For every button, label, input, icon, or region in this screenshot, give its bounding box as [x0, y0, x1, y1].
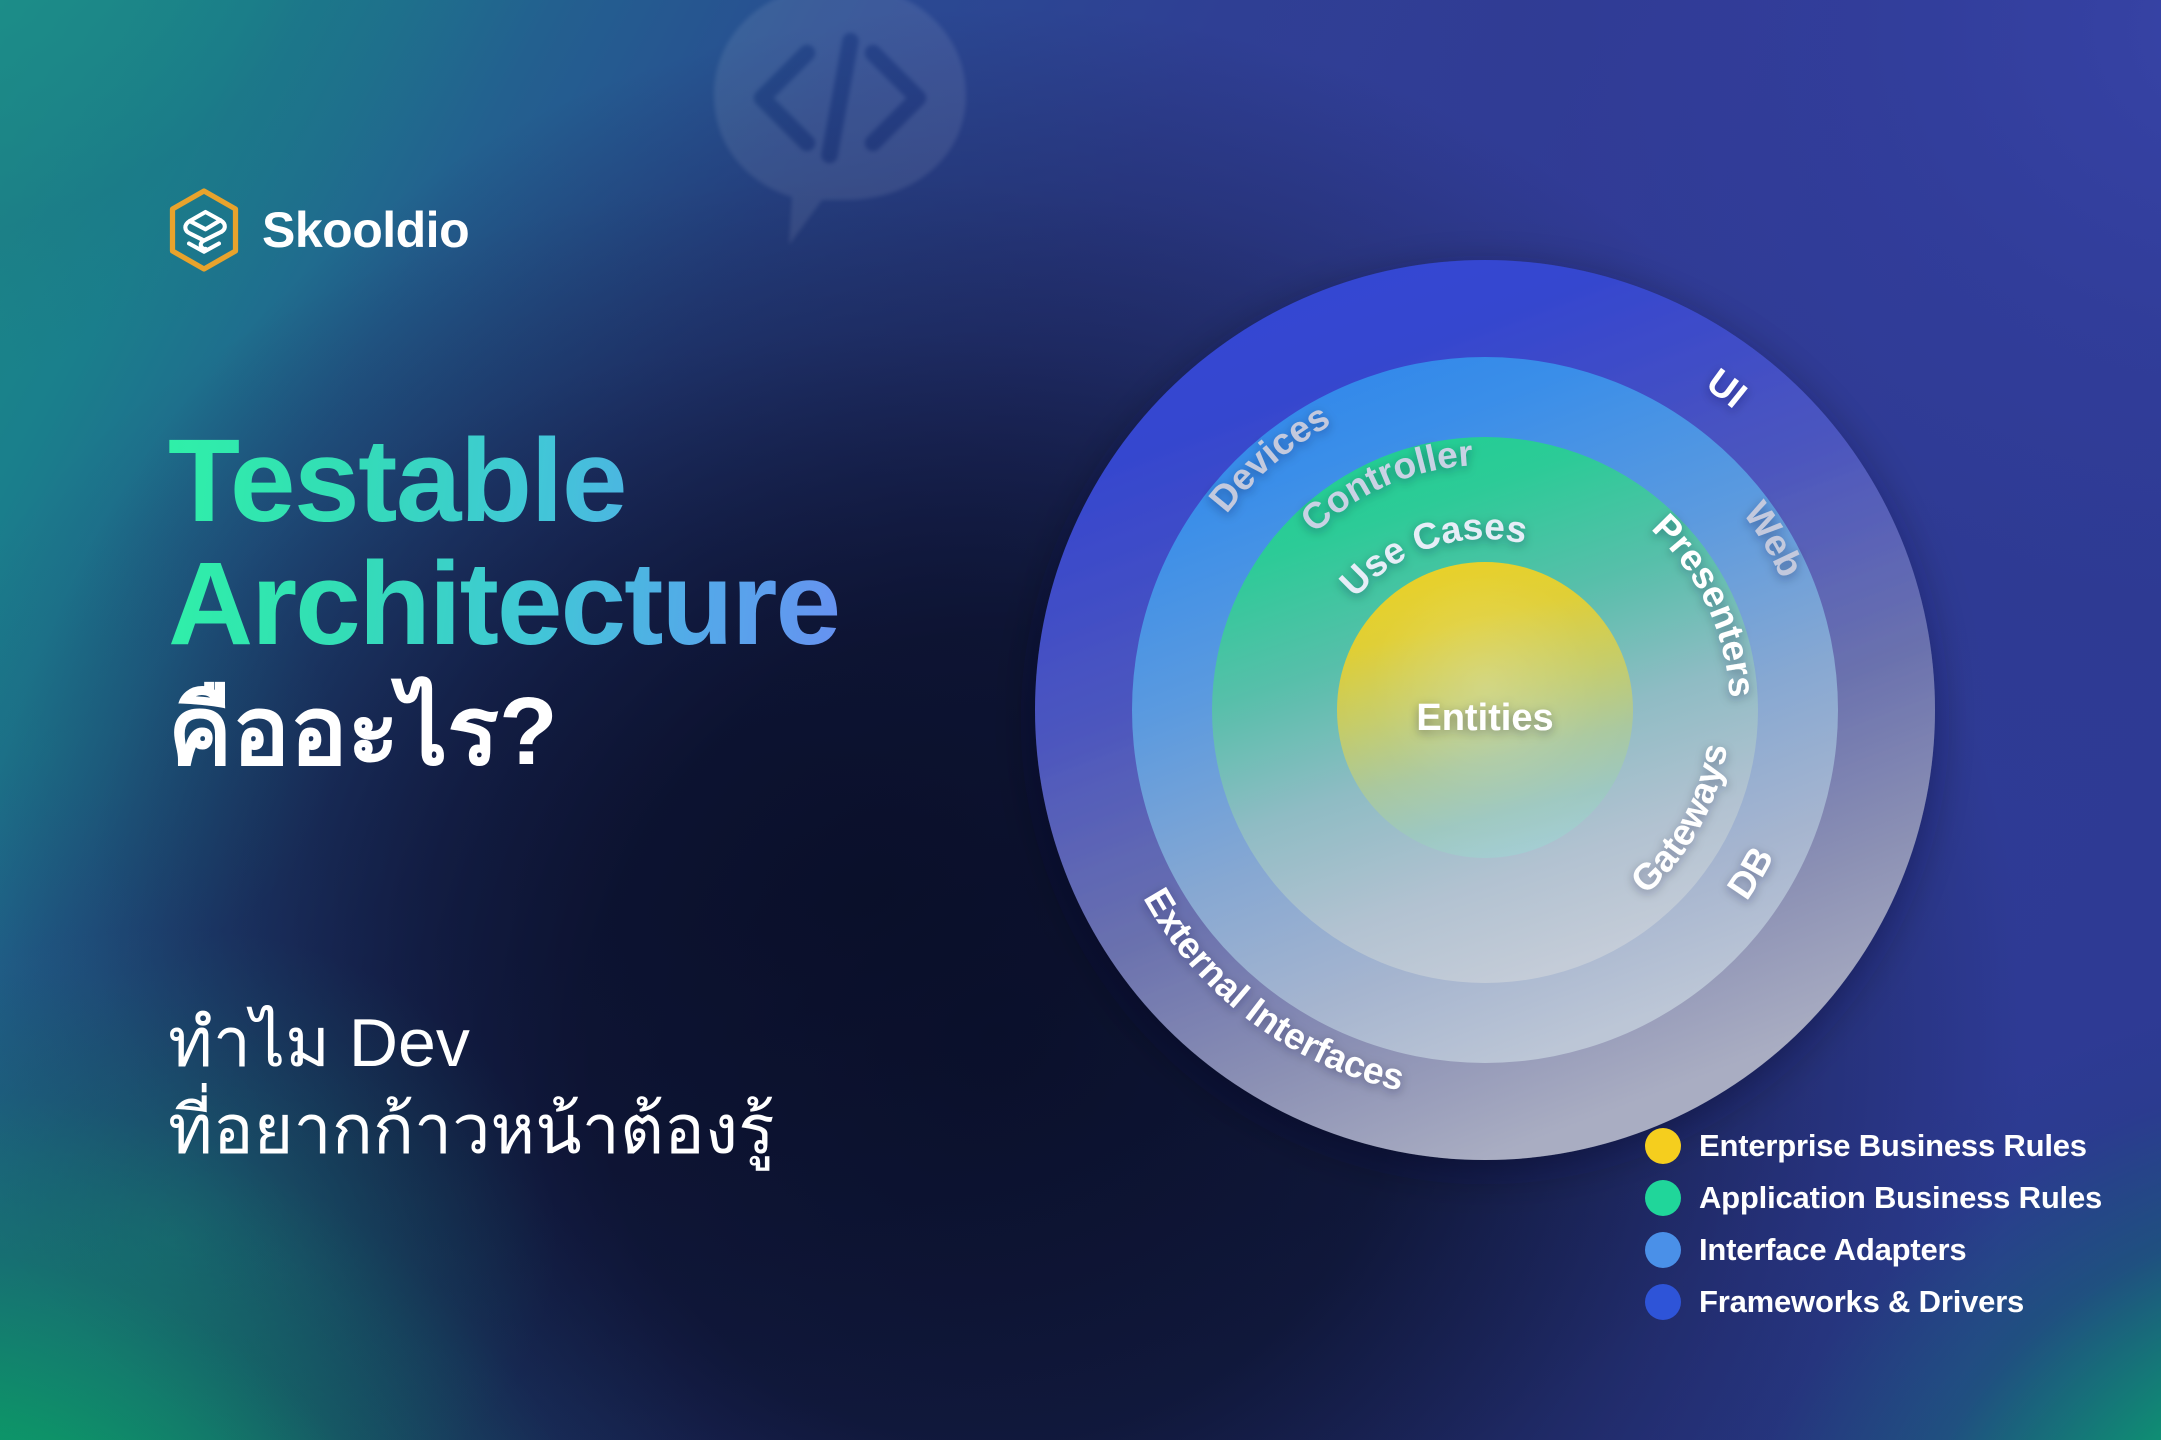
headline-line-3-thai: คืออะไร?: [168, 678, 558, 786]
legend-item-interface-adapters[interactable]: Interface Adapters: [1645, 1232, 2102, 1268]
ring-label-entities: Entities: [1416, 697, 1553, 739]
skooldio-hexagon-logo-icon: [166, 188, 242, 272]
legend-label-enterprise-business-rules: Enterprise Business Rules: [1699, 1128, 2087, 1163]
legend-color-swatch-green: [1645, 1180, 1681, 1216]
legend-item-application-business-rules[interactable]: Application Business Rules: [1645, 1180, 2102, 1216]
legend-label-frameworks-and-drivers: Frameworks & Drivers: [1699, 1284, 2025, 1319]
headline-line-2: Architecture: [168, 542, 988, 666]
headline-line-1: Testable: [168, 420, 988, 543]
legend-color-swatch-light-blue: [1645, 1232, 1681, 1268]
legend-item-enterprise-business-rules[interactable]: Enterprise Business Rules: [1645, 1128, 2102, 1164]
legend-color-swatch-dark-blue: [1645, 1284, 1681, 1320]
brand-name: Skooldio: [262, 202, 470, 258]
clean-architecture-diagram: Devices Web DB External Interfaces UI Co…: [920, 145, 2050, 1275]
subheading-line-1: ทำไม Dev: [168, 1005, 470, 1081]
legend-color-swatch-yellow: [1645, 1128, 1681, 1164]
legend-label-application-business-rules: Application Business Rules: [1699, 1180, 2103, 1215]
page-title: Testable Architecture คืออะไร?: [168, 420, 988, 785]
legend-label-interface-adapters: Interface Adapters: [1699, 1232, 1967, 1267]
subheading: ทำไม Dev ที่อยากก้าวหน้าต้องรู้: [168, 1000, 775, 1174]
code-speech-bubble-icon: [690, 0, 990, 260]
brand-logo[interactable]: Skooldio: [166, 188, 470, 272]
entities-core-glow: [1337, 562, 1633, 858]
subheading-line-2: ที่อยากก้าวหน้าต้องรู้: [168, 1092, 775, 1169]
legend-item-frameworks-and-drivers[interactable]: Frameworks & Drivers: [1645, 1284, 2102, 1320]
diagram-legend: Enterprise Business Rules Application Bu…: [1645, 1128, 2102, 1320]
